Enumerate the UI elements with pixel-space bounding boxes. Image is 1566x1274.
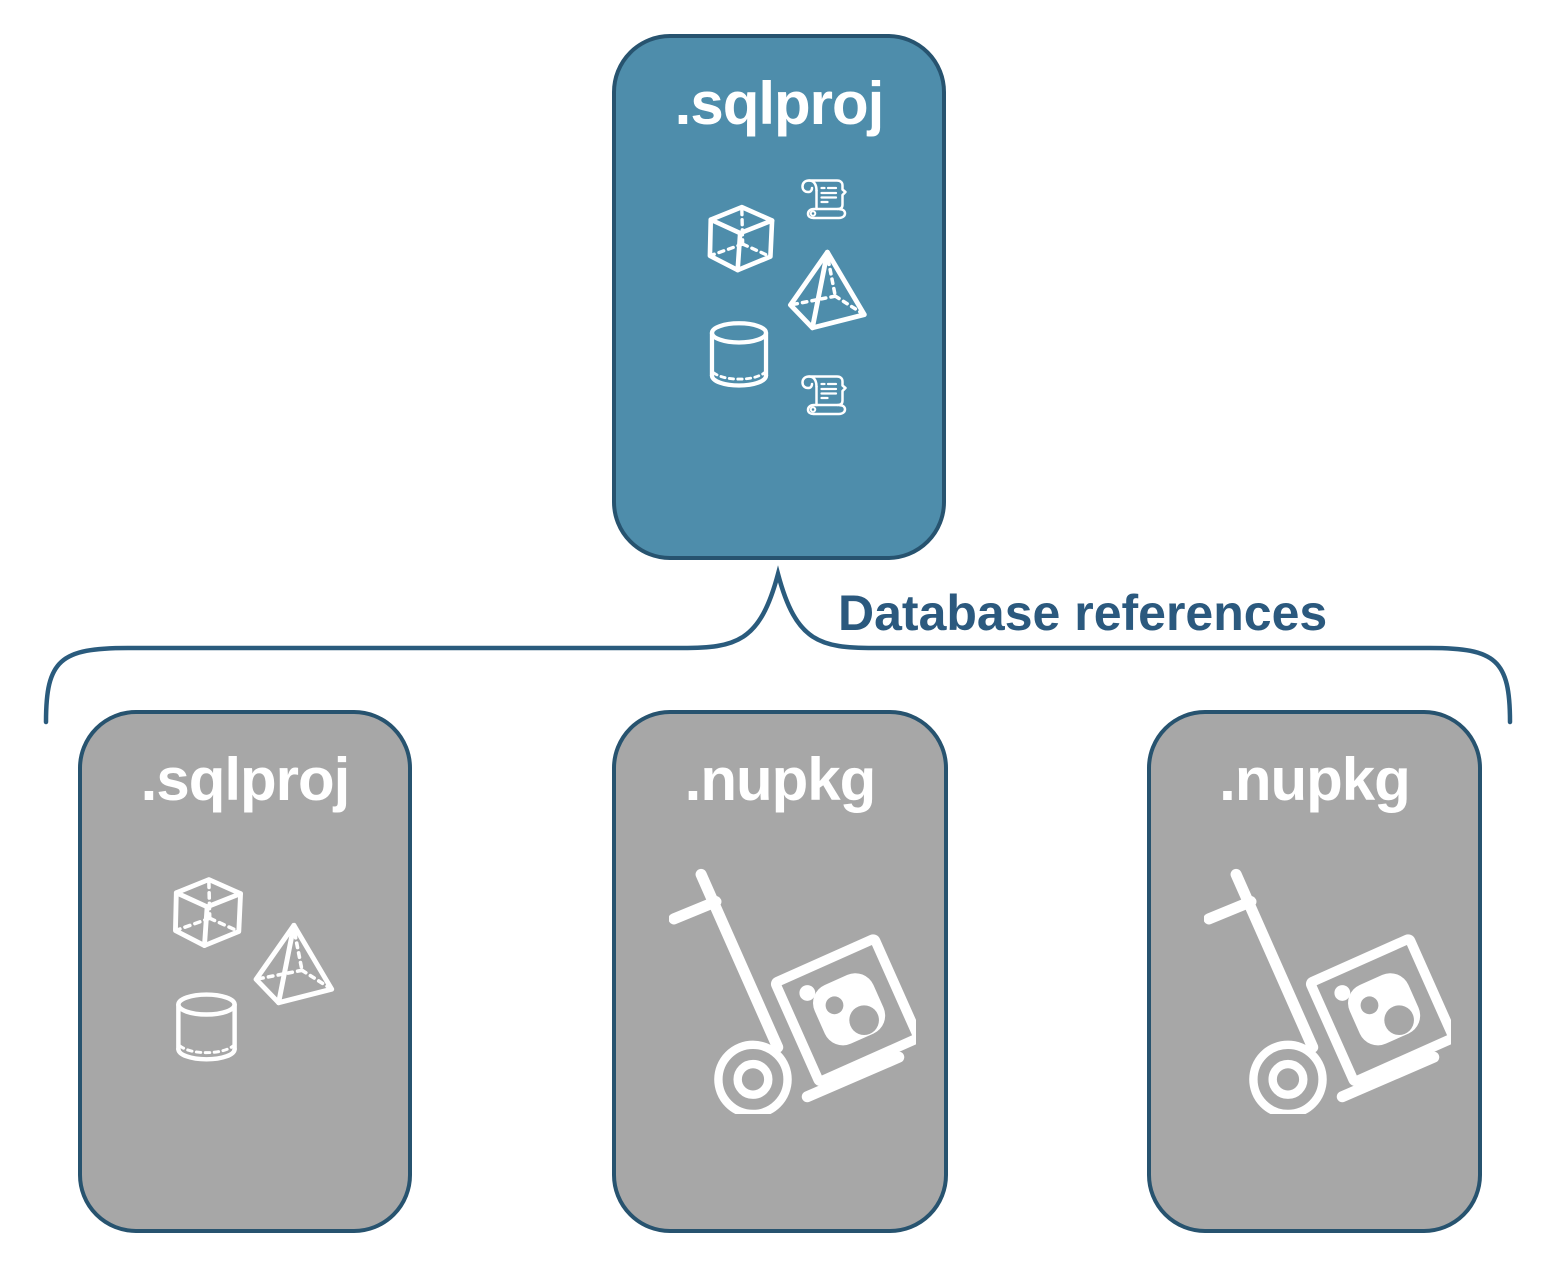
cube-icon xyxy=(164,869,252,957)
package-handtruck-icon xyxy=(669,867,916,1114)
root-sqlproj-card: .sqlproj xyxy=(612,34,946,560)
child-card-title: .nupkg xyxy=(684,746,877,813)
pyramid-icon xyxy=(244,919,342,1009)
child-card-title: .sqlproj xyxy=(140,746,351,813)
connector-label: Database references xyxy=(838,585,1328,641)
package-handtruck-icon xyxy=(1204,867,1451,1114)
cylinder-icon xyxy=(173,989,240,1063)
child-card-title: .nupkg xyxy=(1219,746,1411,813)
pyramid-icon xyxy=(777,246,876,334)
scroll-icon xyxy=(801,370,851,422)
child-nupkg-card-2: .nupkg xyxy=(1147,710,1482,1233)
child-sqlproj-card: .sqlproj xyxy=(78,710,412,1233)
child-nupkg-card-1: .nupkg xyxy=(612,710,948,1233)
root-card-title: .sqlproj xyxy=(674,70,885,137)
cylinder-icon xyxy=(707,316,771,391)
scroll-icon xyxy=(801,174,851,226)
cube-icon xyxy=(699,197,783,281)
